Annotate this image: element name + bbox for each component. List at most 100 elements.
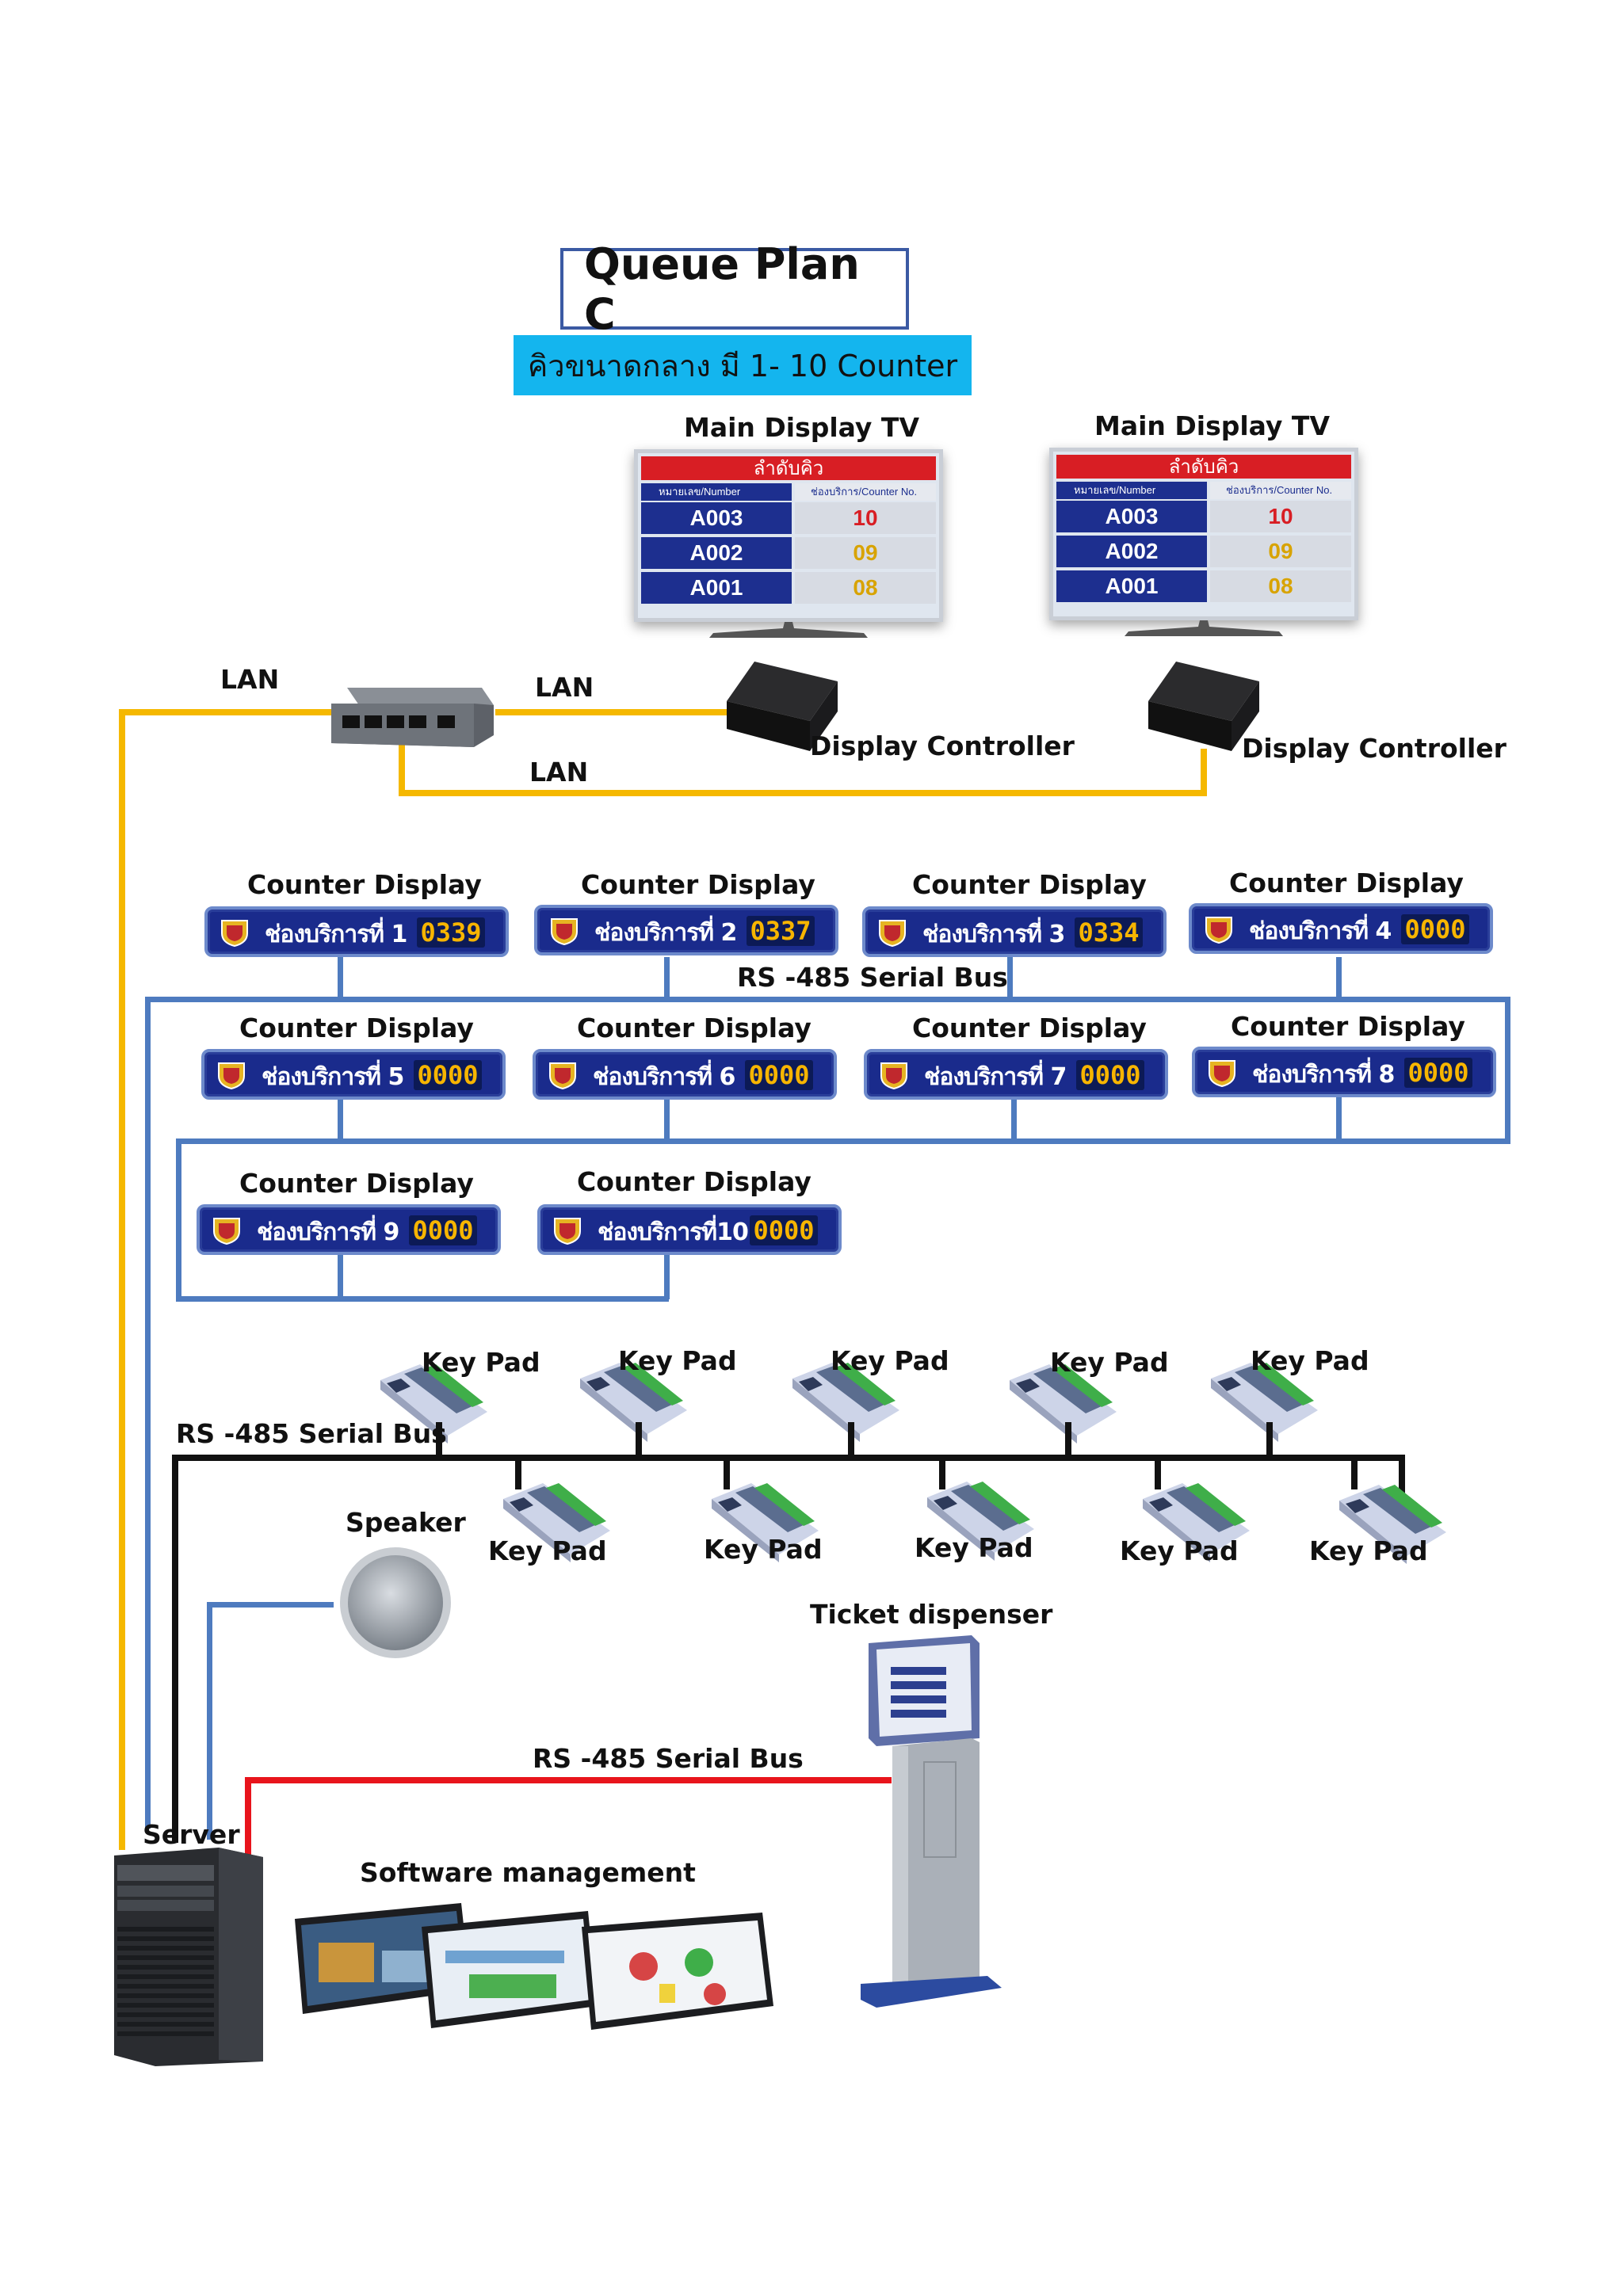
shield-icon: [213, 1218, 240, 1245]
shield-icon: [551, 918, 578, 946]
dispenser-bus-vertical: [245, 1777, 251, 1864]
keypad-bottom-3: [919, 1474, 1038, 1561]
lan-wire-switch-down: [399, 737, 405, 796]
keypad-bottom-5: [1331, 1477, 1450, 1564]
keypad-label: Key Pad: [488, 1535, 607, 1566]
keypad-top-4: [1002, 1356, 1121, 1444]
counter-bus-server-vertical: [145, 997, 151, 1829]
ticket-dispenser-label: Ticket dispenser: [810, 1599, 1053, 1630]
counter-display-label: Counter Display: [247, 869, 482, 900]
counter-display-text: ช่องบริการที่ 4: [1249, 917, 1392, 945]
shield-icon: [554, 1218, 581, 1245]
lan-label-left: LAN: [220, 664, 280, 695]
tv-header: ลำดับคิว: [641, 456, 936, 480]
speaker-wire-horizontal: [207, 1602, 334, 1608]
lan-wire-server-vertical: [119, 709, 125, 1850]
lan-label-bottom: LAN: [529, 757, 589, 788]
display-controller-icon-2: [1148, 662, 1259, 751]
keypad-bus-tap: [515, 1458, 521, 1489]
shield-icon: [1205, 917, 1232, 944]
tv-col-counter: ช่องบริการ/Counter No.: [795, 483, 936, 501]
counter-display-text: ช่องบริการที่10: [598, 1219, 749, 1246]
counter-display-label: Counter Display: [581, 869, 815, 900]
network-switch-icon: [331, 688, 494, 747]
keypad-label: Key Pad: [1309, 1535, 1428, 1566]
counter-tap-9: [338, 1253, 343, 1299]
tv-row-number: A003: [641, 502, 792, 534]
server-label: Server: [143, 1819, 240, 1850]
counter-display-value: 0337: [747, 916, 815, 946]
keypad-label: Key Pad: [1050, 1347, 1169, 1378]
keypad-bus-tap: [724, 1458, 730, 1489]
counter-display-value: 0000: [414, 1060, 482, 1090]
keypad-label: Key Pad: [831, 1345, 949, 1376]
counter-display-10: ช่องบริการที่10 0000: [537, 1204, 842, 1255]
lan-wire-server-top: [119, 709, 333, 715]
counter-display-label: Counter Display: [912, 1013, 1147, 1043]
counter-bus-row3: [176, 1296, 669, 1302]
speaker-label: Speaker: [346, 1507, 466, 1538]
counter-bus-label: RS -485 Serial Bus: [737, 962, 1008, 993]
counter-display-label: Counter Display: [239, 1013, 474, 1043]
keypad-label: Key Pad: [1120, 1535, 1239, 1566]
keypad-icon: [792, 1363, 899, 1442]
counter-display-text: ช่องบริการที่ 2: [594, 919, 737, 947]
tv-stand-icon: [1125, 620, 1283, 636]
shield-icon: [1209, 1060, 1235, 1088]
keypad-bus-server-vertical: [172, 1455, 178, 1843]
tv-row-number: A002: [641, 537, 792, 569]
counter-display-8: ช่องบริการที่ 8 0000: [1192, 1047, 1496, 1097]
counter-display-text: ช่องบริการที่ 3: [922, 921, 1065, 948]
speaker-icon: [340, 1547, 451, 1658]
counter-display-value: 0000: [750, 1215, 818, 1245]
keypad-bus-tap: [1351, 1458, 1358, 1489]
keypad-icon: [712, 1483, 819, 1562]
tv-row-counter: 10: [795, 502, 936, 534]
tv-col-counter: ช่องบริการ/Counter No.: [1210, 482, 1351, 499]
counter-display-label: Counter Display: [1229, 868, 1464, 898]
counter-display-text: ช่องบริการที่ 7: [924, 1063, 1067, 1091]
keypad-top-3: [785, 1355, 903, 1442]
counter-display-value: 0339: [417, 917, 485, 948]
counter-display-value: 0000: [1404, 1058, 1472, 1088]
shield-icon: [221, 920, 248, 948]
counter-tap-7: [1011, 1097, 1017, 1141]
keypad-icon: [1143, 1483, 1250, 1562]
counter-display-text: ช่องบริการที่ 9: [257, 1219, 399, 1246]
tv-col-number: หมายเลข/Number: [641, 483, 792, 501]
keypad-top-2: [572, 1355, 691, 1442]
keypad-bus-tap: [1065, 1422, 1071, 1459]
ticket-dispenser-icon: [861, 1635, 1002, 2008]
server-icon: [114, 1848, 263, 2066]
shield-icon: [880, 1062, 907, 1090]
keypad-bottom-1: [495, 1475, 614, 1562]
counter-display-text: ช่องบริการที่ 1: [265, 921, 407, 948]
counter-display-text: ช่องบริการที่ 6: [593, 1063, 735, 1091]
keypad-bus-tap: [939, 1458, 945, 1489]
counter-display-3: ช่องบริการที่ 3 0334: [862, 906, 1167, 957]
tv-row-counter: 08: [1210, 570, 1351, 602]
keypad-bus-tap: [848, 1422, 854, 1459]
display-controller-icon-1: [727, 662, 838, 751]
counter-display-label: Counter Display: [912, 869, 1147, 900]
keypad-icon: [1339, 1485, 1446, 1564]
counter-bus-row2: [176, 1138, 1510, 1144]
keypad-bus-right: [1399, 1455, 1405, 1502]
keypad-bottom-4: [1135, 1475, 1254, 1562]
main-display-tv-1: ลำดับคิว หมายเลข/Number ช่องบริการ/Count…: [634, 449, 943, 646]
dispenser-bus-horizontal: [245, 1777, 892, 1783]
keypad-top-5: [1203, 1355, 1322, 1442]
tv-row-counter: 09: [1210, 536, 1351, 567]
counter-display-5: ช่องบริการที่ 5 0000: [201, 1049, 506, 1100]
shield-icon: [218, 1062, 245, 1090]
keypad-bus-tap: [636, 1422, 642, 1459]
keypad-label: Key Pad: [1251, 1345, 1369, 1376]
keypad-icon: [927, 1482, 1034, 1561]
counter-display-text: ช่องบริการที่ 8: [1252, 1061, 1395, 1089]
tv-row-number: A001: [1056, 570, 1207, 602]
display-controller-label-1: Display Controller: [810, 730, 1075, 761]
keypad-bottom-2: [704, 1475, 823, 1562]
display-controller-label-2: Display Controller: [1242, 733, 1507, 764]
counter-tap-8: [1336, 1097, 1342, 1141]
keypad-label: Key Pad: [618, 1345, 737, 1376]
